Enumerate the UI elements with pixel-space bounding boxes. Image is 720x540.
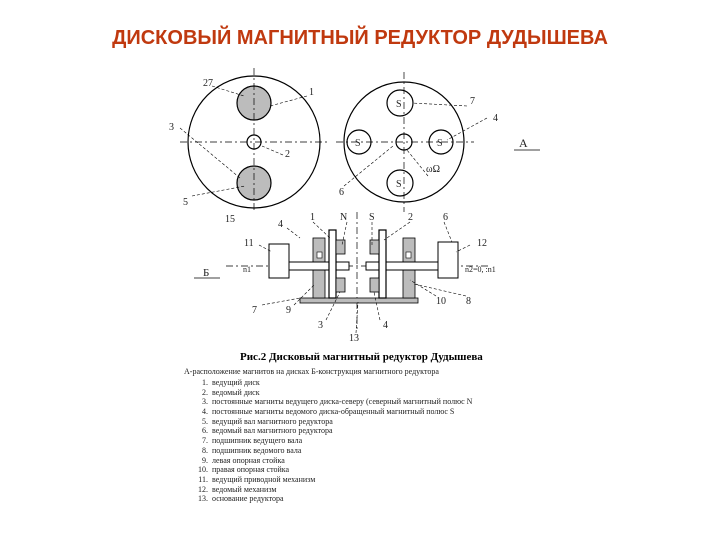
figure-caption: Рис.2 Дисковый магнитный редуктор Дудыше… <box>240 351 483 363</box>
driven-shaft <box>365 261 439 271</box>
legend-item-number: 12. <box>198 484 208 494</box>
legend-item: 4. постоянные магниты ведомого диска-обра… <box>196 407 472 417</box>
pole-top: S <box>396 99 402 110</box>
sec-label-4: 4 <box>278 219 283 230</box>
sec-label-3: 3 <box>318 320 323 331</box>
legend-item-number: 10. <box>198 465 208 475</box>
label-27: 27 <box>203 78 213 89</box>
sec-label-7: 7 <box>252 305 257 316</box>
legend-item: 13. основание редуктора <box>196 494 472 504</box>
driven-bearing <box>405 251 412 259</box>
drive-disk <box>328 229 337 299</box>
sec-label-N: N <box>340 212 347 223</box>
driven-magnet-top <box>369 239 380 255</box>
legend-item-text: правая опорная стойка <box>212 465 290 475</box>
legend-item-text: постоянные магниты ведущего диска-северу… <box>212 397 473 407</box>
sec-label-12: 12 <box>477 238 487 249</box>
legend-item-number: 6. <box>202 426 208 436</box>
left-disk-labels: 27 1 3 2 5 15 <box>169 78 314 225</box>
label-6: 6 <box>339 187 344 198</box>
legend-item: 10. правая опорная стойка <box>196 465 472 475</box>
sec-label-2: 2 <box>408 212 413 223</box>
driven-magnet-bottom <box>369 277 380 293</box>
legend-item: 11. ведущий приводной механизм <box>196 475 472 485</box>
sec-label-n1: n1 <box>243 265 251 274</box>
legend-item: 12. ведомый механизм <box>196 485 472 495</box>
leader-lines <box>179 85 488 197</box>
legend-item-text: ведомый диск <box>212 387 260 397</box>
view-b-label: Б <box>203 267 209 279</box>
drive-shaft <box>288 261 350 271</box>
cross-section <box>268 229 459 304</box>
label-5: 5 <box>183 197 188 208</box>
section-leader-lines <box>258 221 471 334</box>
legend-item: 2. ведомый диск <box>196 388 472 398</box>
drive-magnet-top <box>335 239 346 255</box>
sec-label-11: 11 <box>244 238 254 249</box>
legend-item-number: 4. <box>202 407 208 417</box>
pole-right: S <box>437 138 443 149</box>
legend-item-text: ведомый механизм <box>212 484 277 494</box>
legend-item-text: ведущий диск <box>212 378 260 387</box>
legend-item: 6. ведомый вал магнитного редуктора <box>196 426 472 436</box>
legend-item-number: 11. <box>198 474 208 484</box>
legend-item: 7. подшипник ведущего вала <box>196 436 472 446</box>
sec-label-4b: 4 <box>383 320 388 331</box>
label-1: 1 <box>309 87 314 98</box>
legend-item-number: 9. <box>202 455 208 465</box>
label-7: 7 <box>470 96 475 107</box>
legend-item-number: 2. <box>202 387 208 397</box>
label-15: 15 <box>225 214 235 225</box>
sec-label-10: 10 <box>436 296 446 307</box>
right-magnet-top <box>386 89 414 117</box>
sec-label-1: 1 <box>310 212 315 223</box>
parts-legend: 1. ведущий диск 2. ведомый диск 3. постоянные… <box>196 378 472 504</box>
legend-item-text: ведущий приводной механизм <box>212 474 316 484</box>
legend-item-number: 5. <box>202 416 208 426</box>
legend-item-text: подшипник ведомого вала <box>212 445 302 455</box>
legend-item: 1. ведущий диск <box>196 378 472 388</box>
legend-item-number: 8. <box>202 445 208 455</box>
base-plate <box>299 297 419 304</box>
legend-item: 8. подшипник ведомого вала <box>196 446 472 456</box>
driven-mechanism <box>437 241 459 279</box>
legend-item-number: 3. <box>202 397 208 407</box>
legend-item-text: ведомый вал магнитного редуктора <box>212 426 333 436</box>
label-4: 4 <box>493 113 498 124</box>
section-labels: 4 1 N S 2 6 11 12 Б n1 n2=0, :n1 7 9 10 … <box>203 212 496 344</box>
sec-label-8: 8 <box>466 296 471 307</box>
pole-bottom: S <box>396 179 402 190</box>
sec-label-9: 9 <box>286 305 291 316</box>
page-title: ДИСКОВЫЙ МАГНИТНЫЙ РЕДУКТОР ДУДЫШЕВА <box>112 27 608 49</box>
label-omega: ωΩ <box>426 164 440 175</box>
right-magnet-bottom <box>386 169 414 197</box>
legend-item: 9. левая опорная стойка <box>196 456 472 466</box>
sec-label-n2: n2=0, :n1 <box>465 265 496 274</box>
legend-item-number: 7. <box>202 436 208 446</box>
label-2: 2 <box>285 149 290 160</box>
legend-item: 5. ведущий вал магнитного редуктора <box>196 417 472 427</box>
legend-item-text: основание редуктора <box>212 494 284 504</box>
legend-item-text: подшипник ведущего вала <box>212 436 303 446</box>
view-a-label: A <box>519 136 528 150</box>
legend-item-text: левая опорная стойка <box>212 455 285 465</box>
center-lines <box>180 68 488 330</box>
figure-subcaption: А-расположение магнитов на дисках Б-конс… <box>184 367 439 376</box>
sec-label-13: 13 <box>349 333 359 344</box>
legend-item: 3. постоянные магниты ведущего диска-севе… <box>196 397 472 407</box>
legend-item-text: постоянные магниты ведомого диска-обраще… <box>212 407 455 417</box>
sec-label-6: 6 <box>443 212 448 223</box>
drive-bearing <box>316 251 323 259</box>
driven-disk <box>378 229 387 299</box>
legend-item-number: 13. <box>198 494 208 504</box>
legend-item-text: ведущий вал магнитного редуктора <box>212 416 333 426</box>
drive-mechanism <box>268 243 290 279</box>
right-disk-labels: S S S S 4 ωΩ 6 7 A <box>339 96 528 198</box>
sec-label-S: S <box>369 212 375 223</box>
label-3: 3 <box>169 122 174 133</box>
pole-left: S <box>355 138 361 149</box>
drive-magnet-bottom <box>335 277 346 293</box>
legend-item-number: 1. <box>202 378 208 387</box>
